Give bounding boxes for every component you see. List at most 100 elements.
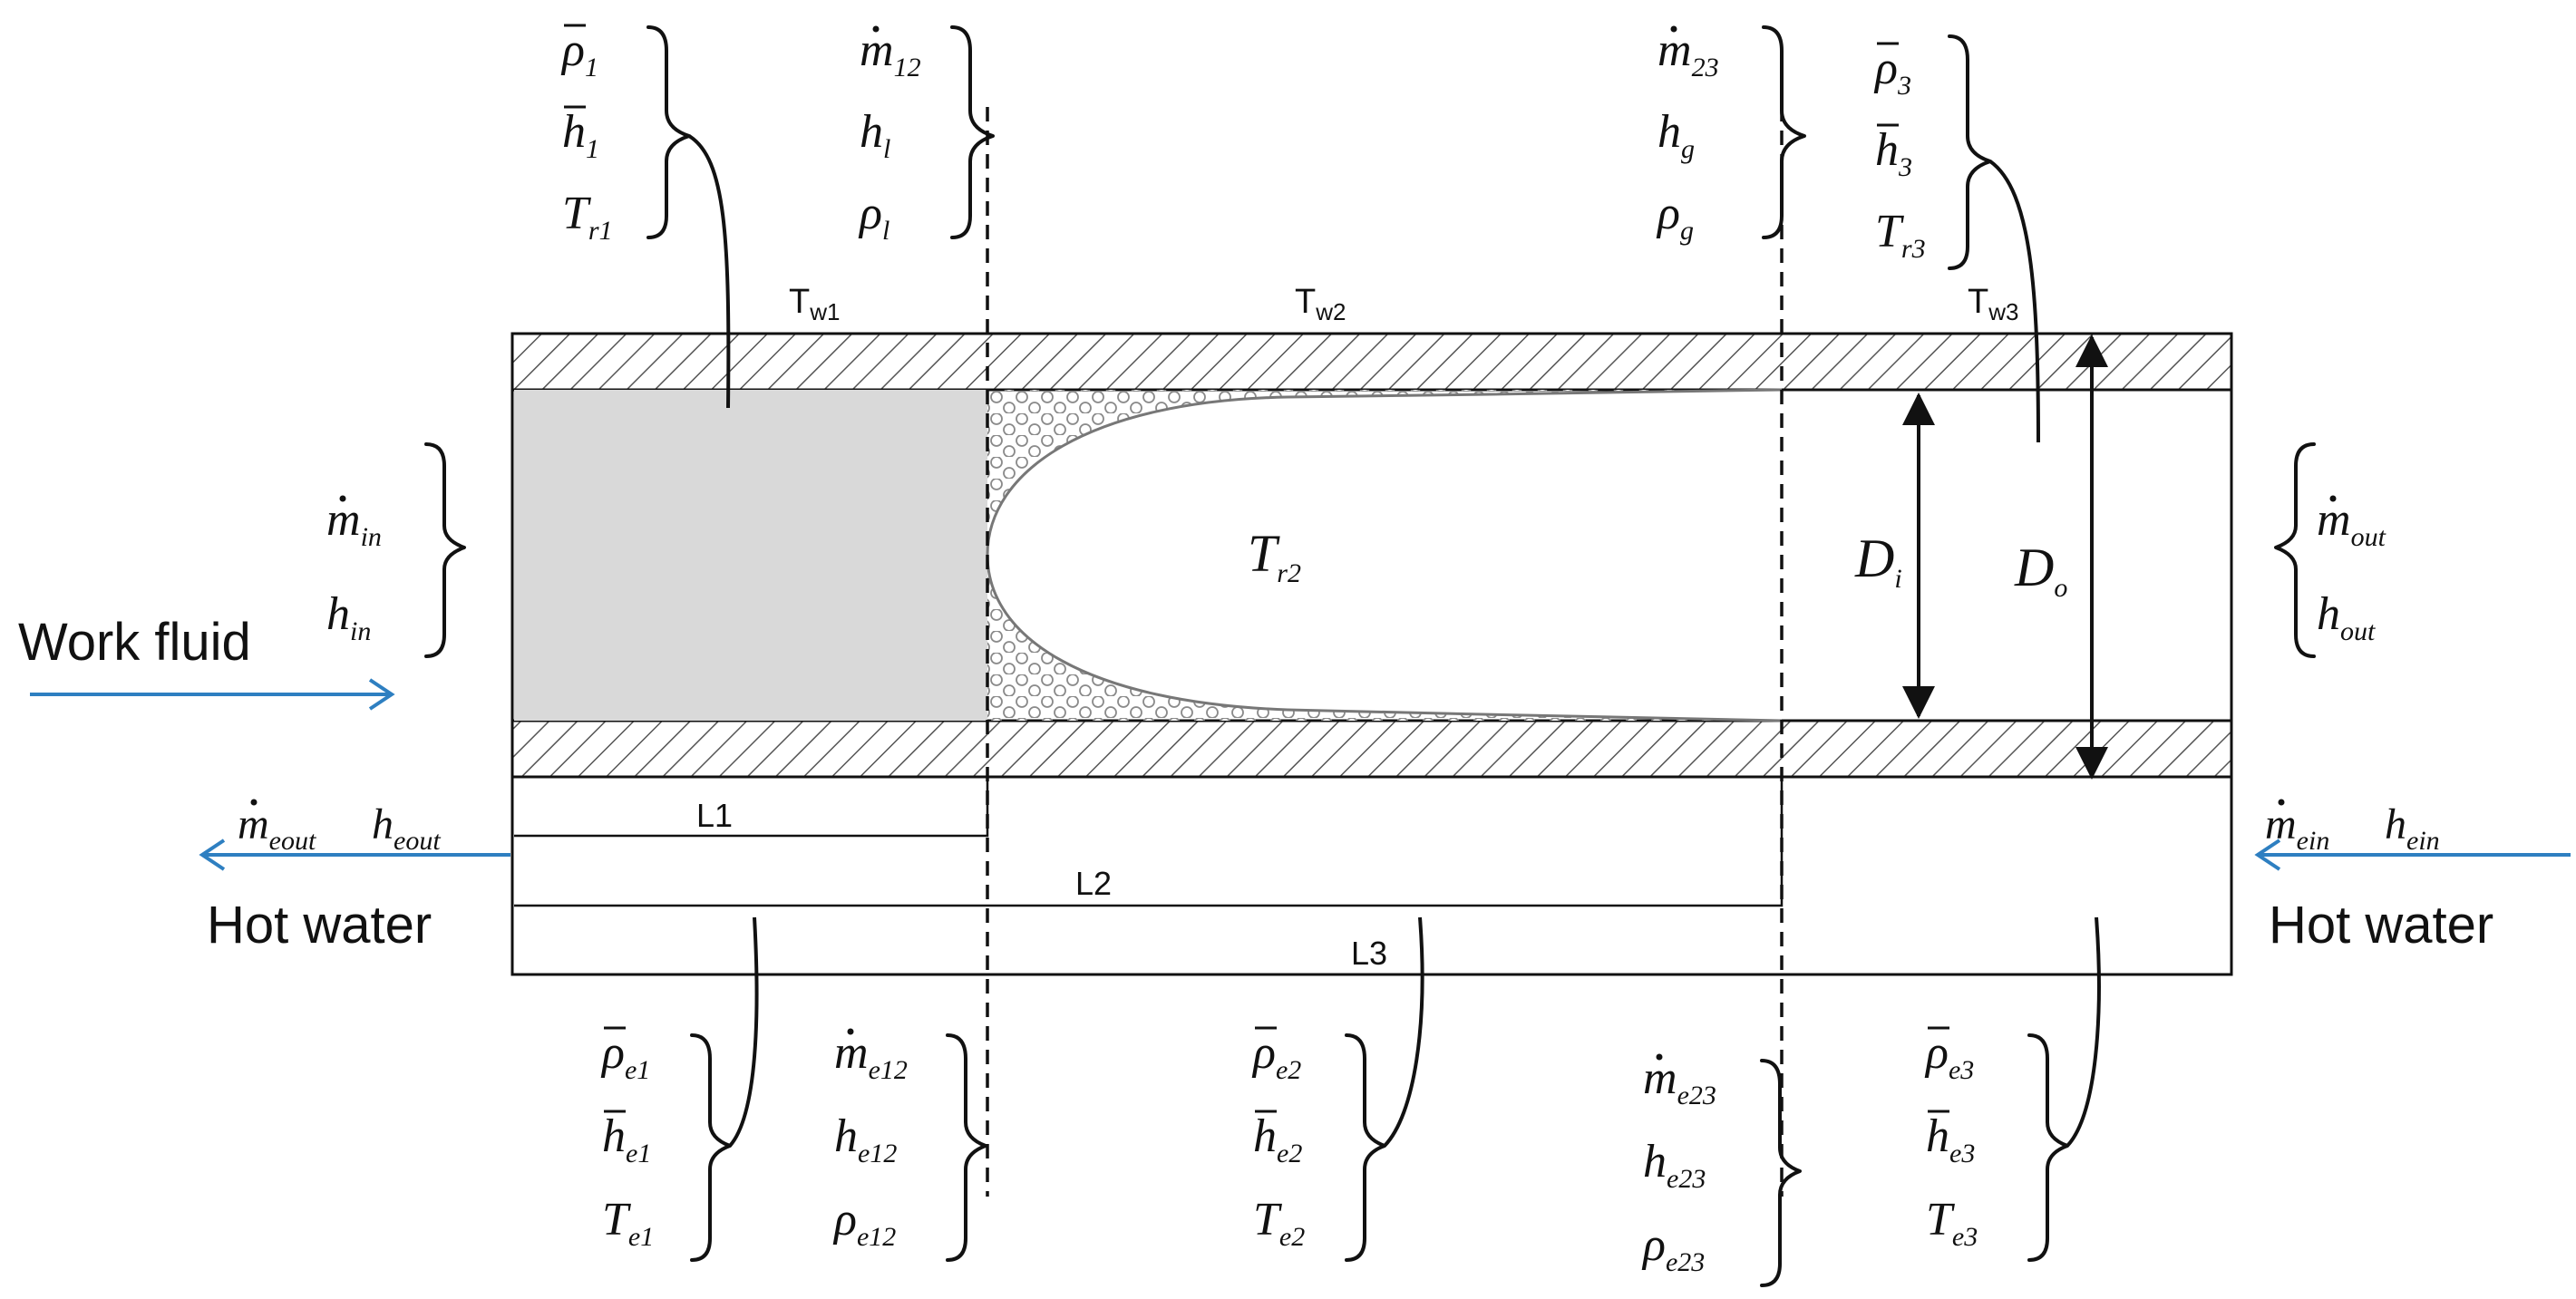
two-phase-bubble-region <box>987 390 1782 721</box>
lower-tube-wall <box>510 719 2233 779</box>
brace-outlet <box>2274 442 2316 658</box>
bottom-group-1-symbol-1: he1 <box>602 1110 651 1168</box>
top-group-2-symbol-2: ρl <box>858 188 889 246</box>
brace-bottom-5 <box>2027 1033 2069 1262</box>
top-group-4-symbol-1: h3 <box>1875 123 1912 182</box>
leader-bottom-1 <box>728 916 759 1148</box>
top-group-2-symbol-1: hl <box>860 106 890 164</box>
bottom-group-3-symbol-0: ρe2 <box>1251 1026 1301 1085</box>
svg-text:meout: meout <box>238 800 316 856</box>
water-in-flow-symbol: mein <box>2265 799 2329 856</box>
svg-text:ρ1: ρ1 <box>560 24 598 82</box>
bottom-group-4-symbol-1: he23 <box>1643 1136 1706 1194</box>
hot-water-channel <box>510 775 2233 976</box>
svg-text:m12: m12 <box>860 24 921 82</box>
svg-text:ρl: ρl <box>858 188 889 246</box>
svg-text:Te3: Te3 <box>1926 1194 1978 1252</box>
water-in-enthalpy-symbol: hein <box>2385 800 2440 856</box>
svg-text:he1: he1 <box>602 1110 651 1168</box>
bottom-group-1-symbol-0: ρe1 <box>600 1026 650 1085</box>
bottom-group-5-symbol-2: Te3 <box>1926 1194 1978 1252</box>
dot-mark <box>250 799 258 806</box>
svg-text:heout: heout <box>372 800 441 856</box>
bottom-group-5-symbol-0: ρe3 <box>1924 1026 1974 1085</box>
vapor-interface-line <box>986 388 1783 722</box>
length-L1-line <box>514 777 989 838</box>
svg-text:hout: hout <box>2317 588 2376 646</box>
leader-bottom-3 <box>1383 916 1424 1148</box>
svg-text:ρe3: ρe3 <box>1924 1027 1974 1085</box>
top-group-2-symbol-0: m12 <box>860 24 921 82</box>
bottom-group-2-symbol-2: ρe12 <box>832 1194 896 1252</box>
svg-text:ρe2: ρe2 <box>1251 1027 1301 1085</box>
water-out-flow-symbol: meout <box>238 799 316 856</box>
dot-mark <box>339 495 346 502</box>
leader-bottom-5 <box>2066 916 2101 1148</box>
outlet-symbol-0: mout <box>2317 494 2386 552</box>
hot-water-out-arrow <box>199 839 510 871</box>
dot-mark <box>1670 25 1677 33</box>
wall-temp-2-label: Tw2 <box>1295 283 1346 325</box>
length-L2-label: L2 <box>1075 865 1112 902</box>
top-group-1-symbol-2: Tr1 <box>562 188 613 246</box>
bottom-group-4-symbol-0: me23 <box>1643 1052 1716 1110</box>
svg-text:hein: hein <box>2385 800 2440 856</box>
dot-mark <box>2329 495 2337 502</box>
brace-top-2 <box>950 25 995 239</box>
svg-text:ρg: ρg <box>1656 188 1694 246</box>
svg-text:me12: me12 <box>834 1027 908 1085</box>
dot-mark <box>1656 1053 1663 1061</box>
inner-diameter-label: Di <box>1854 528 1902 594</box>
brace-bottom-2 <box>946 1033 987 1262</box>
outer-diameter-label: Do <box>2014 538 2067 603</box>
brace-bottom-4 <box>1760 1059 1802 1287</box>
vapor-temp-label: Tr2 <box>1248 524 1301 588</box>
svg-text:mout: mout <box>2317 494 2386 552</box>
upper-tube-wall <box>510 332 2233 392</box>
svg-text:m23: m23 <box>1657 24 1719 82</box>
bottom-group-1-symbol-2: Te1 <box>602 1194 654 1252</box>
top-group-3-symbol-2: ρg <box>1656 188 1694 246</box>
top-group-4-symbol-2: Tr3 <box>1875 206 1926 264</box>
svg-text:mein: mein <box>2265 800 2329 856</box>
brace-bottom-3 <box>1345 1033 1386 1262</box>
top-group-3-symbol-0: m23 <box>1657 24 1719 82</box>
svg-text:Te1: Te1 <box>602 1194 654 1252</box>
leader-top-4 <box>1988 160 2040 443</box>
dot-mark <box>872 25 880 33</box>
wall-temp-1-label: Tw1 <box>789 283 840 325</box>
top-group-1-symbol-1: h1 <box>562 105 599 164</box>
svg-text:Te2: Te2 <box>1253 1194 1305 1252</box>
inlet-symbol-0: min <box>326 494 382 552</box>
svg-text:hin: hin <box>326 588 371 646</box>
wall-temp-3-label: Tw3 <box>1968 283 2018 325</box>
svg-text:he3: he3 <box>1926 1110 1975 1168</box>
svg-text:he23: he23 <box>1643 1136 1706 1194</box>
top-group-1-symbol-0: ρ1 <box>560 24 598 82</box>
brace-top-1 <box>646 25 691 239</box>
svg-text:ρe23: ρe23 <box>1641 1219 1705 1277</box>
length-L1-label: L1 <box>696 797 733 834</box>
top-group-4-symbol-0: ρ3 <box>1873 42 1911 101</box>
bottom-group-3-symbol-2: Te2 <box>1253 1194 1305 1252</box>
dot-mark <box>2278 799 2285 806</box>
brace-top-4 <box>1948 34 1992 270</box>
brace-top-3 <box>1762 25 1806 239</box>
leader-top-1 <box>687 134 731 409</box>
hot-water-left-label: Hot water <box>207 896 432 955</box>
svg-text:ρe1: ρe1 <box>600 1027 650 1085</box>
svg-text:hg: hg <box>1657 106 1695 164</box>
hot-water-right-label: Hot water <box>2269 896 2493 955</box>
water-out-enthalpy-symbol: heout <box>372 800 441 856</box>
svg-text:h1: h1 <box>562 106 599 164</box>
bottom-group-5-symbol-1: he3 <box>1926 1110 1975 1168</box>
svg-text:ρ3: ρ3 <box>1873 43 1911 101</box>
work-fluid-label: Work fluid <box>18 613 251 672</box>
hot-water-in-arrow <box>2254 839 2571 871</box>
length-L3-label: L3 <box>1351 935 1387 972</box>
dot-mark <box>847 1028 854 1035</box>
inlet-symbol-1: hin <box>326 588 371 646</box>
svg-text:he12: he12 <box>834 1110 897 1168</box>
